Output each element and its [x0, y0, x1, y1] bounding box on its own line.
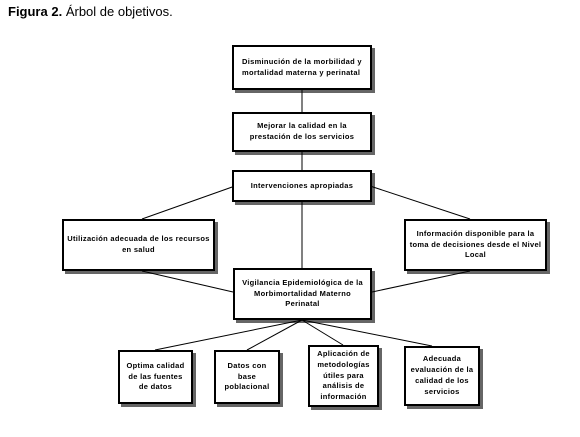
- goal-node: Disminución de la morbilidad y mortalida…: [232, 45, 372, 90]
- figure-caption: Figura 2. Árbol de objetivos.: [8, 4, 173, 19]
- population-data-text: Datos con base poblacional: [224, 360, 270, 392]
- figure-number: Figura 2.: [8, 4, 63, 19]
- connector-information-surveillance: [371, 270, 471, 293]
- figure-title: Árbol de objetivos.: [65, 4, 173, 19]
- surveillance-node: Vigilancia Epidemiológica de la Morbimor…: [233, 268, 372, 320]
- surveillance-text: Vigilancia Epidemiológica de la Morbimor…: [242, 277, 363, 309]
- connector-interventions-resources: [141, 185, 236, 220]
- connector-interventions-information: [369, 185, 471, 220]
- information-text: Información disponible para la toma de d…: [409, 228, 542, 260]
- connector-surveillance-methodologies: [301, 319, 344, 346]
- evaluation-text: Adecuada evaluación de la calidad de los…: [410, 354, 474, 396]
- connector-surveillance-source: [154, 319, 303, 351]
- resources-text: Utilización adecuada de los recursos en …: [67, 234, 210, 254]
- source-quality-text: Optima calidad de las fuentes de datos: [126, 360, 185, 392]
- connector-surveillance-population: [246, 319, 303, 351]
- resources-node: Utilización adecuada de los recursos en …: [62, 219, 215, 271]
- goal-text: Disminución de la morbilidad y mortalida…: [242, 56, 362, 77]
- connector-surveillance-evaluation: [301, 319, 433, 347]
- methodologies-text: Aplicación de metodologías útiles para a…: [317, 348, 370, 402]
- purpose-text: Mejorar la calidad en la prestación de l…: [249, 121, 355, 141]
- connector-resources-surveillance: [141, 270, 234, 293]
- interventions-text: Intervenciones apropiadas: [250, 180, 354, 190]
- purpose-node: Mejorar la calidad en la prestación de l…: [232, 112, 372, 152]
- population-data-node: Datos con base poblacional: [214, 350, 280, 404]
- information-node: Información disponible para la toma de d…: [404, 219, 547, 271]
- source-quality-node: Optima calidad de las fuentes de datos: [118, 350, 193, 404]
- interventions-node: Intervenciones apropiadas: [232, 170, 372, 202]
- evaluation-node: Adecuada evaluación de la calidad de los…: [404, 346, 480, 406]
- methodologies-node: Aplicación de metodologías útiles para a…: [308, 345, 379, 407]
